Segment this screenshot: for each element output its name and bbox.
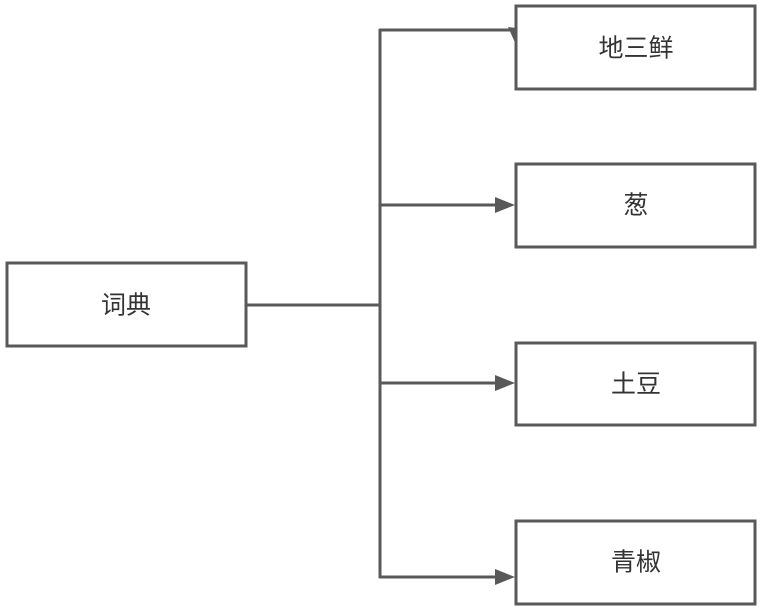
child-node-box bbox=[514, 341, 757, 427]
root-node-box bbox=[5, 261, 248, 348]
child-node-1[interactable]: 地三鲜 bbox=[514, 4, 757, 91]
child-node-label: 青椒 bbox=[611, 548, 661, 577]
child-node-4[interactable]: 青椒 bbox=[514, 519, 757, 606]
child-node-box bbox=[514, 519, 757, 606]
arrowhead-2 bbox=[495, 197, 515, 213]
child-node-label: 葱 bbox=[623, 191, 648, 220]
child-node-label: 地三鲜 bbox=[598, 34, 673, 63]
arrowhead-4 bbox=[495, 569, 515, 585]
arrowhead-3 bbox=[495, 375, 515, 391]
root-node-label: 词典 bbox=[101, 291, 151, 320]
child-node-3[interactable]: 土豆 bbox=[514, 341, 757, 427]
child-node-box bbox=[514, 162, 757, 249]
child-node-label: 土豆 bbox=[611, 370, 661, 399]
child-node-2[interactable]: 葱 bbox=[514, 162, 757, 249]
root-node[interactable]: 词典 bbox=[5, 261, 248, 348]
child-node-box bbox=[514, 4, 757, 91]
